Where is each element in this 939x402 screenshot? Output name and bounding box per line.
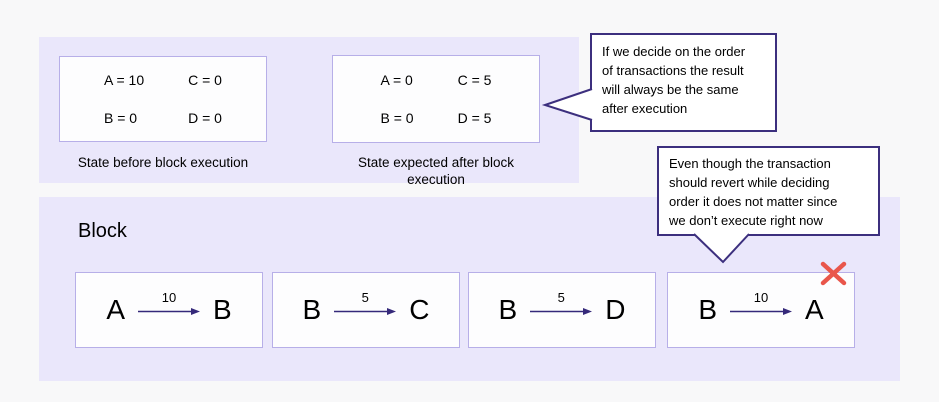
state-entry-d: D = 5 xyxy=(457,109,492,126)
state-entry-c: C = 5 xyxy=(457,71,492,88)
transfer-arrow: 10 xyxy=(729,290,793,317)
transfer-arrow: 5 xyxy=(529,290,593,317)
transfer-amount: 5 xyxy=(557,289,565,305)
callout-order-result: If we decide on the order of transaction… xyxy=(590,33,777,132)
tx-from-account: B xyxy=(302,294,322,325)
tx-to-account: A xyxy=(805,294,824,325)
transaction-box-a-to-b: A 10 B xyxy=(75,272,263,348)
state-entry-d: D = 0 xyxy=(188,109,222,126)
transfer-amount: 10 xyxy=(161,289,177,305)
tx-to-account: B xyxy=(213,294,232,325)
state-entry-a: A = 10 xyxy=(104,71,145,88)
transfer-arrow: 5 xyxy=(333,290,397,317)
state-entry-b: B = 0 xyxy=(380,109,414,126)
right-arrow-icon xyxy=(530,307,593,315)
state-entry-b: B = 0 xyxy=(104,109,138,126)
tx-from-account: A xyxy=(106,294,125,325)
block-title: Block xyxy=(78,220,127,242)
tx-to-account: D xyxy=(605,294,626,325)
callout-revert-note: Even though the transaction should rever… xyxy=(657,146,880,236)
state-before-caption: State before block execution xyxy=(77,155,249,170)
transfer-arrow: 10 xyxy=(137,290,201,317)
transaction-box-b-to-d: B 5 D xyxy=(468,272,656,348)
tx-from-account: B xyxy=(498,294,518,325)
transaction-box-b-to-a-rejected: B 10 A xyxy=(667,272,855,348)
right-arrow-icon xyxy=(334,307,397,315)
transfer-amount: 5 xyxy=(361,289,369,305)
tx-from-account: B xyxy=(698,294,717,325)
state-entry-c: C = 0 xyxy=(188,71,222,88)
right-arrow-icon xyxy=(138,307,200,315)
transaction-box-b-to-c: B 5 C xyxy=(272,272,460,348)
state-before-box: A = 10 C = 0 B = 0 D = 0 xyxy=(59,56,267,142)
tx-to-account: C xyxy=(409,294,430,325)
transfer-amount: 10 xyxy=(753,289,769,305)
right-arrow-icon xyxy=(730,307,792,315)
state-after-caption: State expected after block execution xyxy=(357,155,515,187)
state-before-grid: A = 10 C = 0 B = 0 D = 0 xyxy=(104,71,222,126)
state-after-box: A = 0 C = 5 B = 0 D = 5 xyxy=(332,55,540,143)
state-after-grid: A = 0 C = 5 B = 0 D = 5 xyxy=(380,71,492,126)
state-entry-a: A = 0 xyxy=(380,71,413,88)
state-panel: A = 10 C = 0 B = 0 D = 0 State before bl… xyxy=(39,37,579,187)
